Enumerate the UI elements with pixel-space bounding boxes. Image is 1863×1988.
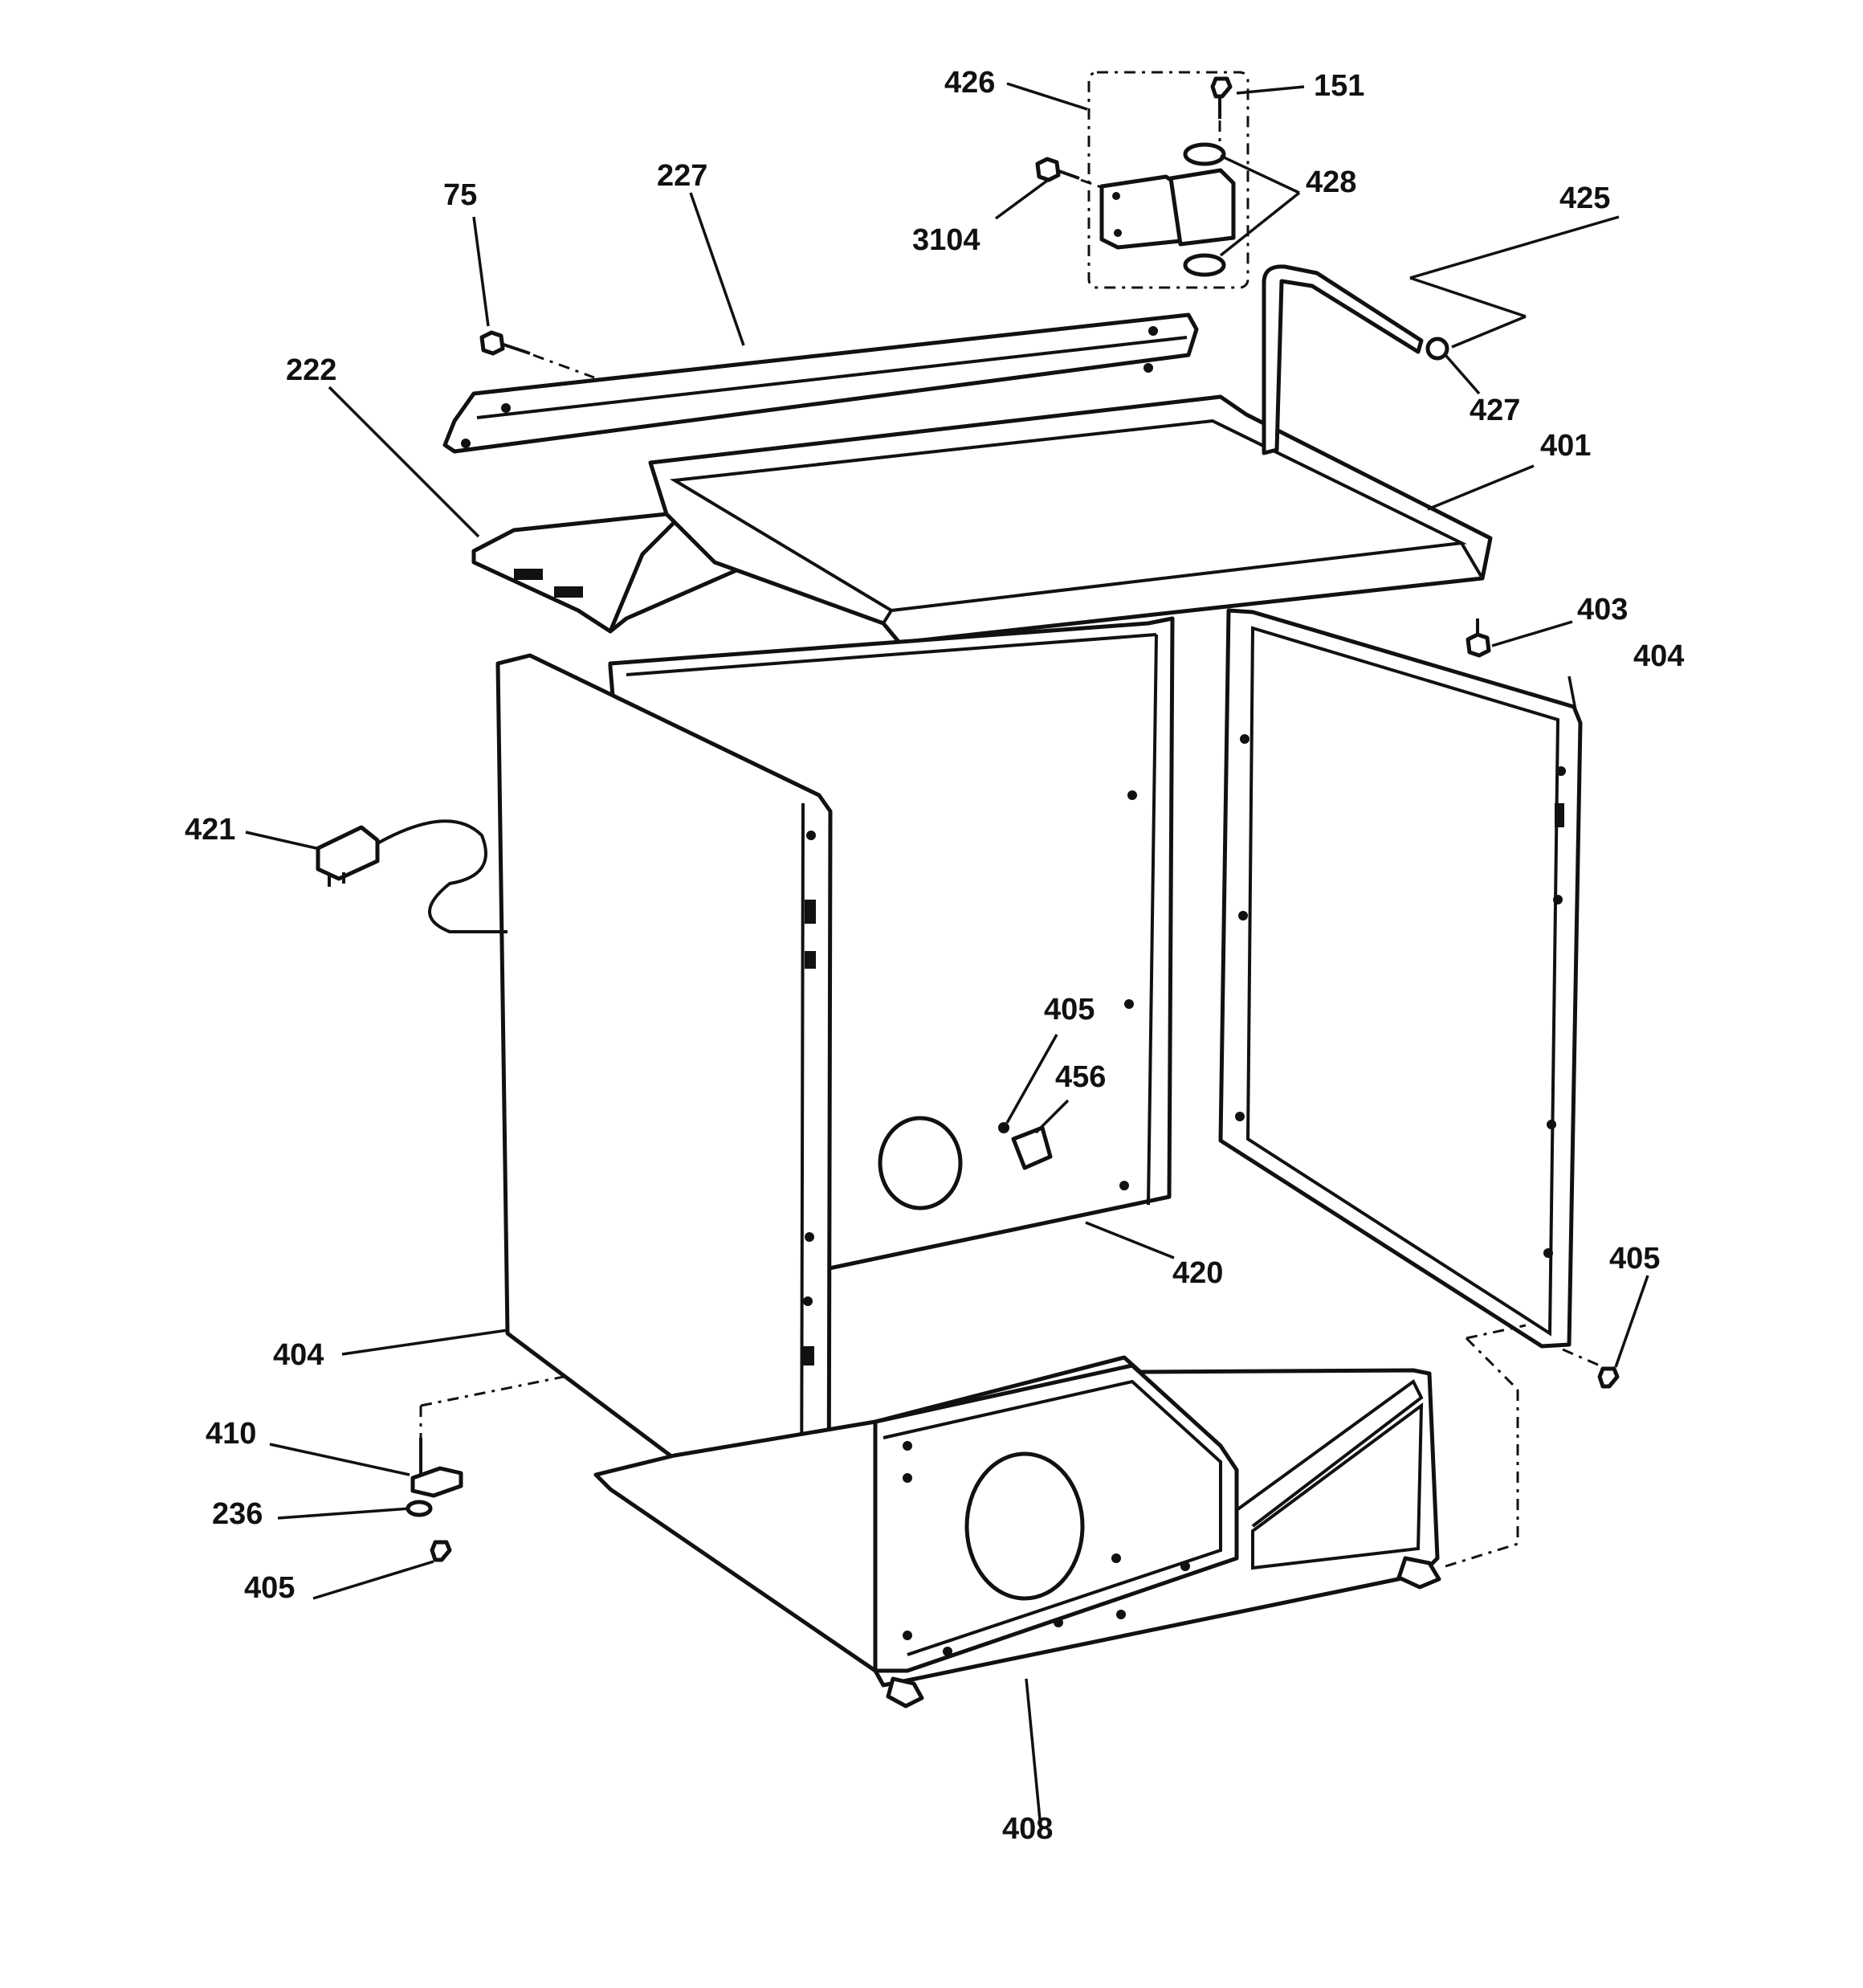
callout-421: 421: [185, 813, 236, 847]
callout-428: 428: [1306, 165, 1357, 199]
callout-410: 410: [206, 1417, 257, 1451]
hinge-assembly-426: [1035, 71, 1249, 289]
callout-222: 222: [286, 353, 337, 387]
base-frame-408: [593, 1355, 1441, 1708]
callout-426: 426: [944, 66, 996, 100]
callout-3104: 3104: [912, 223, 980, 257]
side-panel-right-404: [1218, 608, 1583, 1349]
callout-404-left: 404: [273, 1338, 324, 1372]
callout-405-right: 405: [1609, 1242, 1661, 1276]
callout-405-middle: 405: [1044, 993, 1095, 1027]
callout-151: 151: [1314, 69, 1365, 103]
callout-405-left: 405: [244, 1571, 296, 1605]
callout-404-right: 404: [1633, 639, 1685, 673]
bracket-222: [471, 512, 757, 634]
callout-403: 403: [1577, 593, 1629, 627]
callout-420: 420: [1172, 1256, 1224, 1290]
callout-401: 401: [1540, 429, 1592, 463]
callout-236: 236: [212, 1497, 263, 1531]
callout-75: 75: [443, 178, 478, 212]
callout-227: 227: [657, 159, 708, 193]
power-cord-421: [316, 819, 508, 933]
leader-lines: [245, 82, 1649, 1829]
callout-456: 456: [1055, 1060, 1107, 1094]
leveling-leg-410: [406, 1374, 573, 1562]
top-trim-227: [442, 312, 1199, 454]
vent-tube-425: [1262, 264, 1449, 455]
callout-408: 408: [1002, 1812, 1054, 1846]
side-panel-left-404: [495, 653, 833, 1553]
top-panel-401: [648, 394, 1493, 645]
callout-427: 427: [1470, 394, 1521, 427]
callout-425: 425: [1559, 182, 1611, 215]
screw-405-right: [1597, 1366, 1620, 1389]
